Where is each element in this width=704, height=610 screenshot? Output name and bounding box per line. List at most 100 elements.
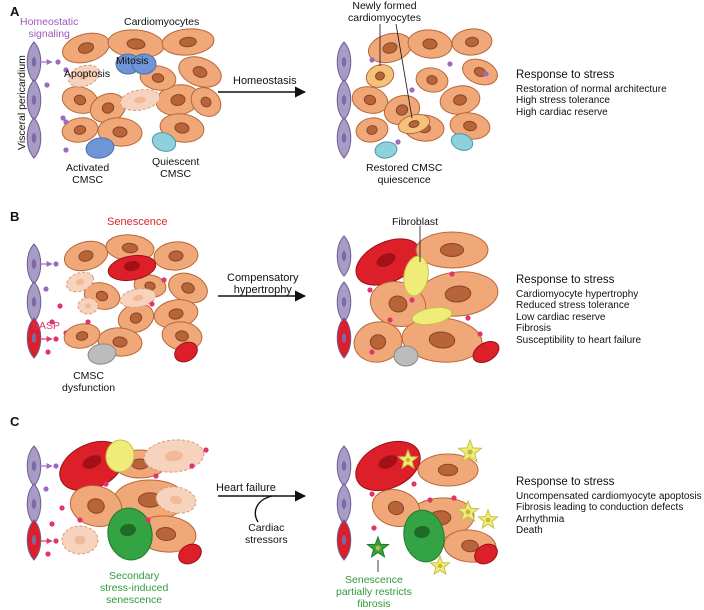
- epicardial-nucleus: [31, 499, 37, 509]
- signal-dot: [411, 481, 417, 487]
- mitosis-cell: [131, 53, 157, 75]
- senescent-cell: [472, 341, 500, 363]
- cell-nucleus: [192, 66, 208, 78]
- cell-nucleus: [112, 126, 128, 138]
- response-item: Death: [516, 525, 543, 537]
- cell-nucleus: [73, 125, 87, 135]
- signal-dot: [55, 59, 61, 65]
- signal-dot: [451, 495, 457, 501]
- response-title-a: Response to stress: [516, 69, 615, 81]
- cell-nucleus: [77, 42, 95, 54]
- cell-nucleus: [388, 295, 408, 313]
- signal-dot: [45, 551, 51, 557]
- epicardial-nucleus: [31, 461, 37, 471]
- cell-nucleus: [179, 36, 197, 48]
- signal-dot: [49, 521, 55, 527]
- signal-dot: [53, 538, 59, 544]
- signal-dot: [203, 447, 209, 453]
- signal-dot: [447, 61, 453, 67]
- fibroblast-cell: [105, 439, 135, 473]
- cell-nucleus: [375, 71, 385, 81]
- signal-dot: [449, 271, 455, 277]
- signal-dot: [387, 317, 393, 323]
- signal-dot: [409, 297, 415, 303]
- senescent-nucleus: [376, 253, 396, 267]
- signal-dot: [161, 277, 167, 283]
- cell-nucleus: [174, 122, 190, 134]
- cell-nucleus: [395, 104, 409, 116]
- cell-nucleus: [168, 250, 184, 262]
- apoptotic-nucleus: [132, 294, 144, 302]
- signal-dot: [103, 481, 109, 487]
- senescent-nucleus: [378, 455, 398, 469]
- quiescent-cmsc: [374, 141, 398, 159]
- signal-dot: [149, 301, 155, 307]
- signal-dot: [63, 147, 69, 153]
- cell-nucleus: [112, 336, 128, 348]
- epicardial-nucleus: [31, 297, 37, 307]
- cell-nucleus: [101, 102, 115, 114]
- secondary-senescent-nucleus: [120, 523, 136, 537]
- cell-nucleus: [437, 463, 459, 477]
- fibroblast-star-nucleus: [467, 449, 473, 455]
- cell-nucleus: [75, 331, 89, 341]
- cell-nucleus: [444, 285, 472, 303]
- panel-label-a: A: [10, 4, 20, 19]
- dysfunctional-cmsc: [393, 345, 419, 367]
- cell-nucleus: [168, 308, 184, 320]
- signal-dot: [427, 497, 433, 503]
- signal-dot: [43, 286, 49, 292]
- senescent-cell: [174, 341, 198, 363]
- signal-dot: [53, 463, 59, 469]
- cell-nucleus: [387, 500, 405, 516]
- visceral-pericardium-label: Visceral pericardium: [16, 55, 28, 150]
- activated-cmsc: [85, 137, 115, 159]
- epicardial-nucleus: [341, 297, 347, 307]
- signal-dot: [45, 349, 51, 355]
- epicardial-nucleus: [341, 95, 347, 105]
- cardiomyocytes-label: Cardiomyocytes: [124, 16, 200, 28]
- signal-dot: [44, 82, 50, 88]
- cell-nucleus: [463, 120, 477, 132]
- cell-nucleus: [465, 36, 479, 48]
- cell-nucleus: [170, 94, 186, 106]
- cell-nucleus: [78, 250, 94, 262]
- cell-nucleus: [453, 94, 467, 106]
- signal-dot: [153, 473, 159, 479]
- signal-dot: [60, 115, 66, 121]
- response-item: Reduced stress tolerance: [516, 300, 630, 312]
- response-item: Cardiomyocyte hypertrophy: [516, 288, 639, 300]
- epicardial-nucleus: [31, 95, 37, 105]
- epicardial-nucleus: [341, 499, 347, 509]
- apoptotic-nucleus: [74, 535, 86, 545]
- cell-nucleus: [126, 38, 146, 50]
- dysfunctional-cmsc: [87, 343, 117, 365]
- cell-nucleus: [439, 243, 465, 257]
- epicardial-nucleus: [341, 133, 347, 143]
- cell-nucleus: [175, 330, 189, 342]
- senescent-cell: [178, 543, 202, 565]
- signal-dot: [369, 57, 375, 63]
- cell-nucleus: [363, 94, 377, 106]
- fibroblast-cell: [411, 306, 453, 326]
- apoptosis-label: Apoptosis: [64, 68, 111, 80]
- cell-nucleus: [426, 75, 438, 85]
- cell-nucleus: [366, 125, 378, 135]
- epicardial-nucleus: [31, 259, 37, 269]
- cell-nucleus: [87, 498, 105, 514]
- cell-nucleus: [121, 242, 139, 254]
- fibroblast-cell: [403, 255, 429, 297]
- signal-dot: [395, 139, 401, 145]
- secondary-senescent-nucleus: [414, 525, 430, 539]
- panel-label-b: B: [10, 209, 20, 224]
- signal-dot: [409, 87, 415, 93]
- signal-dot: [57, 303, 63, 309]
- senescent-nucleus: [124, 260, 140, 272]
- quiescent-cmsc: [151, 132, 177, 152]
- cell-nucleus: [461, 539, 479, 553]
- cell-nucleus: [382, 42, 398, 54]
